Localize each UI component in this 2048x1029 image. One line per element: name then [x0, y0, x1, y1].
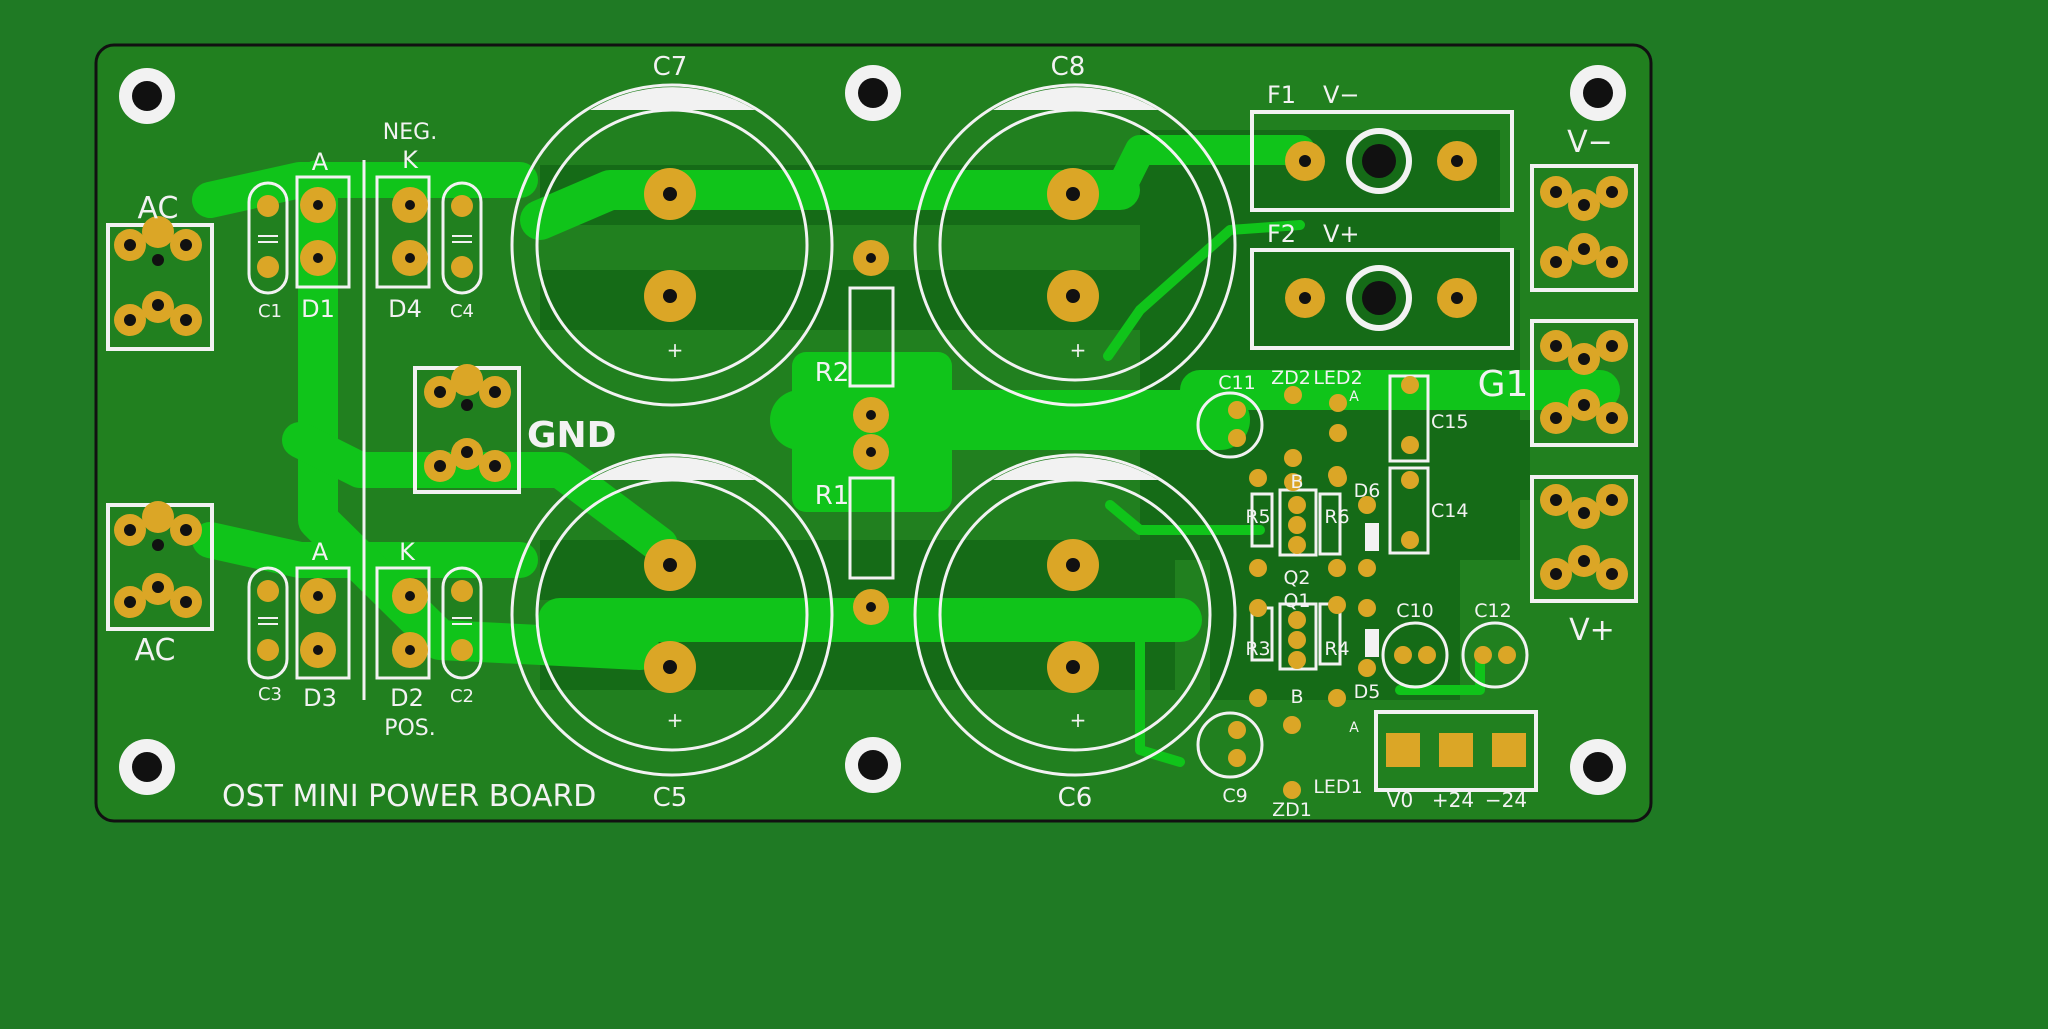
- label-f2: F2: [1267, 220, 1296, 248]
- component-symbols: [258, 235, 1379, 657]
- label-c10: C10: [1396, 600, 1433, 622]
- label-v-plus: V+: [1569, 613, 1615, 648]
- label-led1: LED1: [1313, 776, 1362, 798]
- label-f1: F1: [1267, 81, 1296, 109]
- mounting-holes: [119, 65, 1626, 795]
- label-r6: R6: [1324, 506, 1349, 528]
- label-b-bottom: B: [1290, 686, 1303, 708]
- label-ac-top: AC: [138, 191, 179, 226]
- capacitor-outlines: [510, 83, 1237, 777]
- label-c2: C2: [450, 686, 474, 707]
- label-ac-bottom: AC: [135, 633, 176, 668]
- label-r4: R4: [1324, 638, 1349, 660]
- label-r1: R1: [815, 481, 850, 511]
- label-k-bottom: K: [399, 538, 416, 566]
- fuse-holders: [1346, 128, 1412, 331]
- label-c7-plus: +: [667, 338, 684, 362]
- label-a-bottom: A: [312, 538, 329, 566]
- label-gnd: GND: [527, 415, 617, 456]
- label-c12: C12: [1474, 600, 1511, 622]
- label-led2: LED2: [1313, 367, 1362, 389]
- label-q1: Q1: [1283, 590, 1310, 612]
- label-r3: R3: [1245, 638, 1270, 660]
- label-c6-plus: +: [1070, 708, 1087, 732]
- label-pos: POS.: [384, 716, 436, 741]
- label-g1: G1: [1478, 364, 1529, 405]
- label-v-minus: V−: [1567, 125, 1613, 160]
- capacitor-polarity-bands: [590, 87, 1158, 480]
- label-c3: C3: [258, 684, 282, 705]
- label-c8: C8: [1051, 52, 1086, 82]
- label-out-m24: −24: [1485, 788, 1527, 812]
- label-c8-plus: +: [1070, 338, 1087, 362]
- label-d1: D1: [301, 295, 335, 323]
- label-d4: D4: [388, 295, 422, 323]
- resistor-bodies: [848, 286, 895, 580]
- label-d3: D3: [303, 684, 337, 712]
- label-c1: C1: [258, 301, 282, 322]
- label-zd2: ZD2: [1271, 367, 1311, 389]
- label-f1-rail: V−: [1323, 81, 1360, 109]
- label-c5: C5: [653, 783, 688, 813]
- label-c9: C9: [1222, 785, 1247, 807]
- diode-outlines: [247, 160, 1529, 779]
- label-c7: C7: [653, 52, 688, 82]
- label-f2-rail: V+: [1323, 220, 1360, 248]
- label-c5-plus: +: [667, 708, 684, 732]
- label-a-top: A: [312, 148, 329, 176]
- label-c11: C11: [1218, 372, 1255, 394]
- label-a-led1: A: [1349, 720, 1359, 736]
- label-out-v0: V0: [1387, 788, 1413, 812]
- label-d6: D6: [1354, 480, 1381, 502]
- label-q2: Q2: [1283, 567, 1310, 589]
- label-d2: D2: [390, 684, 424, 712]
- drill-holes: [124, 155, 1618, 674]
- label-r5: R5: [1245, 506, 1270, 528]
- label-k-top: K: [402, 146, 419, 174]
- label-c15: C15: [1431, 411, 1468, 433]
- label-c14: C14: [1431, 500, 1468, 522]
- connector-outlines: [106, 110, 1638, 792]
- label-zd1: ZD1: [1272, 799, 1312, 821]
- board-title: OST MINI POWER BOARD: [222, 779, 596, 814]
- label-r2: R2: [815, 358, 850, 388]
- label-neg: NEG.: [383, 120, 437, 145]
- silkscreen-labels: C7 C8 C5 C6 + + + + R2 R1 AC AC GND NEG.…: [135, 52, 1615, 821]
- label-out-p24: +24: [1432, 788, 1474, 812]
- label-c4: C4: [450, 301, 474, 322]
- label-a-led2: A: [1349, 389, 1359, 405]
- label-c6: C6: [1058, 783, 1093, 813]
- label-d5: D5: [1354, 681, 1381, 703]
- label-b-top: B: [1290, 471, 1303, 493]
